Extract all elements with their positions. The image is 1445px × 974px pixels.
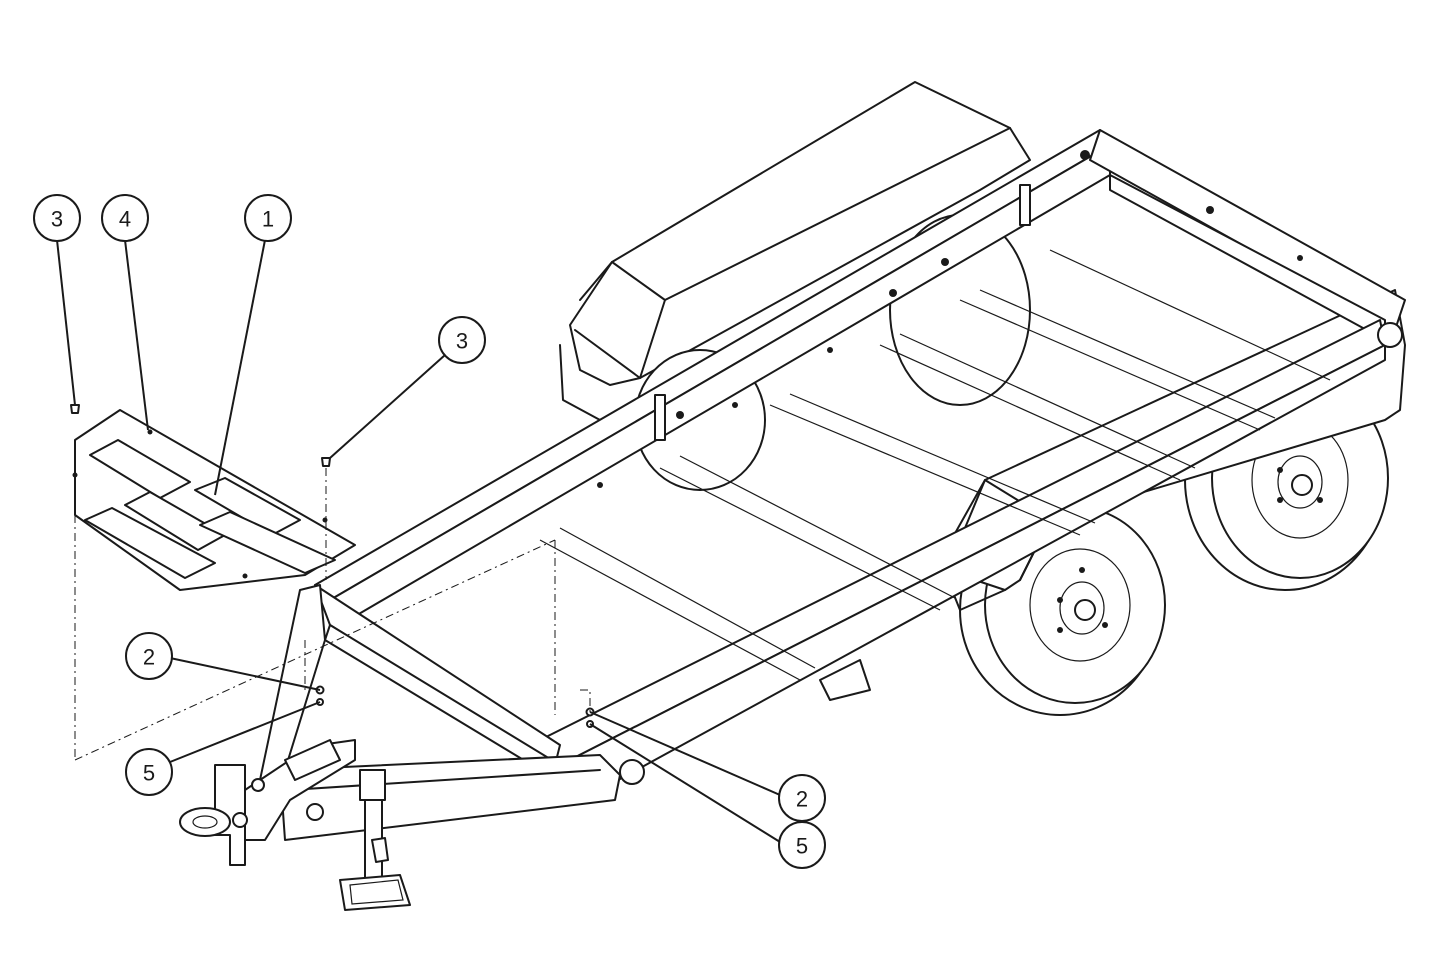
callout-4: 4 bbox=[101, 194, 149, 242]
callout-2-right: 2 bbox=[778, 774, 826, 822]
trailer-frame bbox=[314, 129, 1406, 791]
explosion-lines bbox=[74, 468, 591, 761]
callout-1: 1 bbox=[244, 194, 292, 242]
deck-plate bbox=[72, 409, 356, 591]
callout-label: 2 bbox=[143, 645, 155, 670]
callout-label: 3 bbox=[456, 329, 468, 354]
callout-2-left: 2 bbox=[125, 632, 173, 680]
callout-label: 5 bbox=[143, 761, 155, 786]
far-fender bbox=[559, 81, 1031, 421]
callout-5-left: 5 bbox=[125, 748, 173, 796]
jack-stand bbox=[339, 769, 411, 911]
callout-label: 2 bbox=[796, 787, 808, 812]
frame-underside bbox=[819, 659, 871, 701]
callout-label: 3 bbox=[51, 207, 63, 232]
callout-label: 5 bbox=[796, 834, 808, 859]
callout-3-mid: 3 bbox=[438, 316, 486, 364]
callout-label: 4 bbox=[119, 207, 131, 232]
callout-5-right: 5 bbox=[778, 821, 826, 869]
tongue-a-frame bbox=[179, 584, 621, 866]
callout-3-top-left: 3 bbox=[33, 194, 81, 242]
callout-label: 1 bbox=[262, 207, 274, 232]
leader-lines bbox=[56, 239, 781, 843]
